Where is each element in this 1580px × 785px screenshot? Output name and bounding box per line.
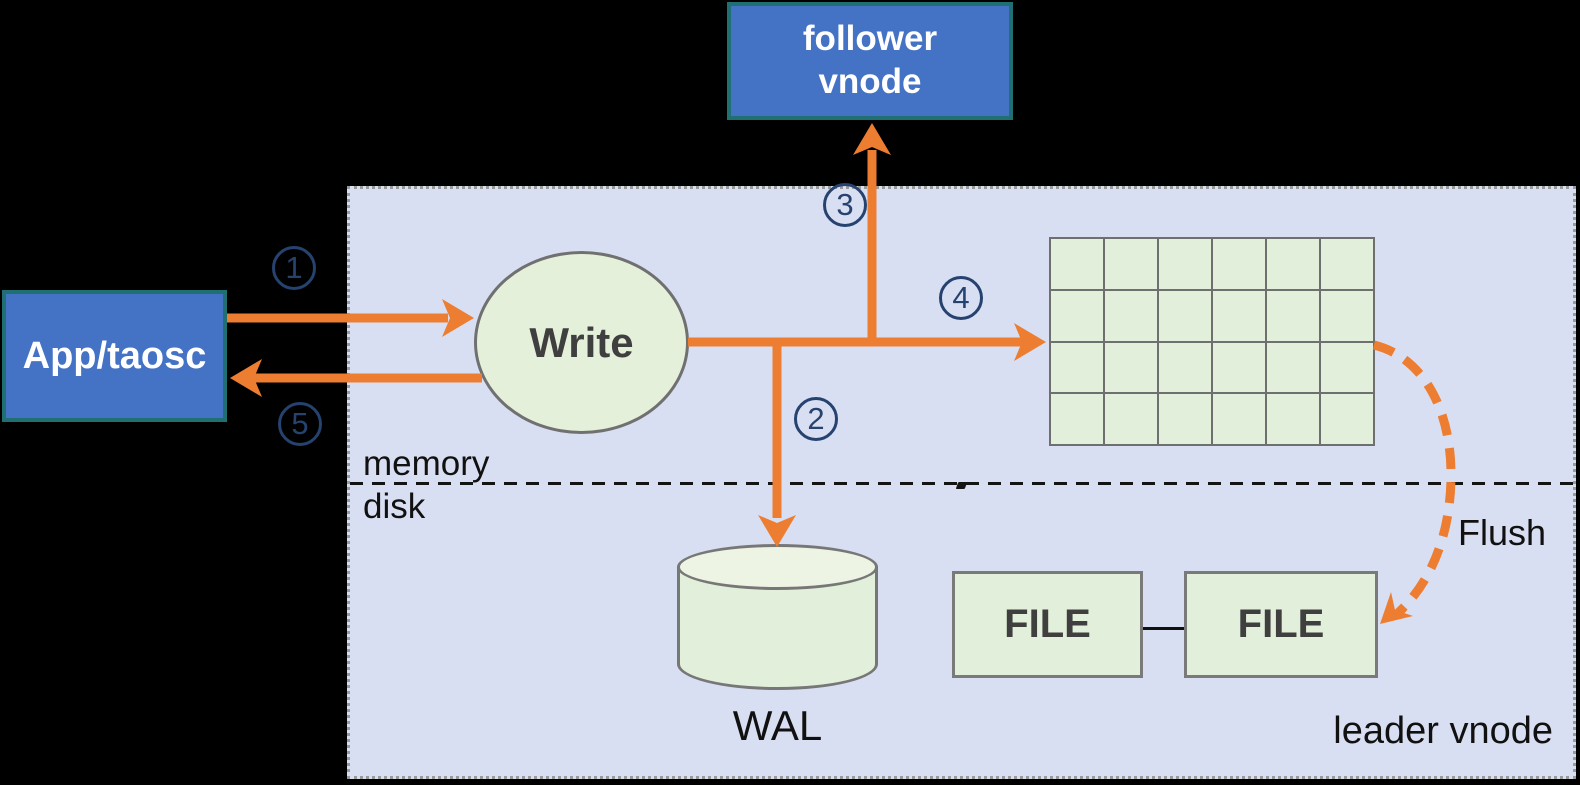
step-badge-3: 3 bbox=[823, 183, 867, 227]
step-badge-4: 4 bbox=[939, 276, 983, 320]
wal-label: WAL bbox=[732, 702, 823, 749]
arrow-step5-head bbox=[230, 359, 262, 397]
app-taosc-label: App/taosc bbox=[22, 334, 207, 377]
memtable-cell bbox=[1321, 342, 1373, 393]
memtable-cell bbox=[1213, 342, 1265, 393]
memtable-cell bbox=[1321, 290, 1373, 341]
step-badge-5: 5 bbox=[278, 402, 322, 446]
memtable-cell bbox=[1267, 342, 1319, 393]
memtable-cell bbox=[1105, 239, 1157, 289]
memtable-cell bbox=[1105, 342, 1157, 393]
step-badge-1: 1 bbox=[272, 246, 316, 290]
flush-label: Flush bbox=[1458, 512, 1547, 553]
write-label: Write bbox=[529, 318, 634, 366]
memtable-cell bbox=[1321, 394, 1373, 444]
memory-label: memory bbox=[363, 444, 490, 483]
memtable-cell bbox=[1159, 290, 1211, 341]
memtable-cell bbox=[1321, 239, 1373, 289]
file-left-label: FILE bbox=[1004, 602, 1091, 646]
memtable-cell bbox=[1267, 290, 1319, 341]
leader-vnode-label: leader vnode bbox=[1333, 710, 1553, 752]
memtable-cell bbox=[1159, 342, 1211, 393]
memtable-cell bbox=[1213, 290, 1265, 341]
arrow-step3-head bbox=[853, 123, 891, 155]
memtable-cell bbox=[1051, 394, 1103, 444]
step-badge-2: 2 bbox=[794, 397, 838, 441]
file-right-label: FILE bbox=[1237, 602, 1325, 646]
memtable-cell bbox=[1267, 239, 1319, 289]
wal-cylinder bbox=[677, 544, 878, 690]
memtable-cell bbox=[1105, 394, 1157, 444]
memtable-cell bbox=[1267, 394, 1319, 444]
write-node: Write bbox=[474, 251, 689, 434]
memtable-cell bbox=[1159, 239, 1211, 289]
wal-cylinder-top bbox=[677, 544, 878, 590]
memtable-cell bbox=[1213, 239, 1265, 289]
memtable-cell bbox=[1051, 342, 1103, 393]
memtable-cell bbox=[1159, 394, 1211, 444]
memtable-cell bbox=[1051, 290, 1103, 341]
memtable-cell bbox=[1213, 394, 1265, 444]
disk-label: disk bbox=[363, 487, 426, 526]
follower-vnode-node: follower vnode bbox=[727, 2, 1013, 120]
memtable-cell bbox=[1105, 290, 1157, 341]
follower-vnode-label-line1: follower bbox=[802, 19, 938, 59]
memtable-cell bbox=[1051, 239, 1103, 289]
file-connector-line bbox=[1143, 627, 1184, 630]
app-taosc-node: App/taosc bbox=[2, 290, 227, 422]
memtable-grid bbox=[1049, 237, 1375, 446]
follower-vnode-label-line2: vnode bbox=[818, 62, 922, 101]
file-node-left: FILE bbox=[952, 571, 1143, 678]
file-node-right: FILE bbox=[1184, 571, 1378, 678]
